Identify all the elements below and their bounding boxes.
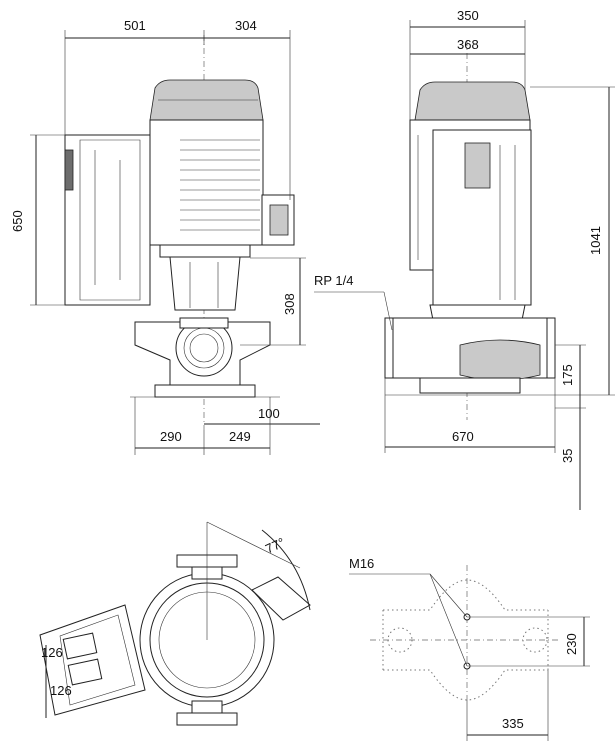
motor-fins [180, 139, 260, 231]
foot-width-label: 335 [502, 716, 524, 731]
front-width-right-label: 304 [235, 18, 257, 33]
top-box-1-label: 126 [41, 645, 63, 660]
foot-bolt-label: M16 [349, 556, 374, 571]
top-view: 77° 126 126 [39, 521, 311, 726]
front-view: 501 304 650 308 100 290 249 [10, 18, 320, 455]
side-width-outer-label: 350 [457, 8, 479, 23]
front-bottom-right-label: 249 [229, 429, 251, 444]
top-box-2-label: 126 [50, 683, 72, 698]
side-foot-label: 35 [560, 449, 575, 463]
side-port-label: RP 1/4 [314, 273, 354, 288]
top-angle-label: 77° [263, 535, 287, 557]
side-base-label: 670 [452, 429, 474, 444]
front-height-left-label: 650 [10, 210, 25, 232]
foundation-view: M16 230 335 [349, 556, 590, 741]
side-flange-label: 175 [560, 364, 575, 386]
front-height-right-label: 308 [282, 293, 297, 315]
front-offset-label: 100 [258, 406, 280, 421]
side-view: 350 368 1041 RP 1/4 175 670 35 [314, 8, 615, 510]
front-bottom-left-label: 290 [160, 429, 182, 444]
front-width-left-label: 501 [124, 18, 146, 33]
side-width-inner-label: 368 [457, 37, 479, 52]
foot-spacing-label: 230 [564, 633, 579, 655]
side-height-label: 1041 [588, 226, 603, 255]
